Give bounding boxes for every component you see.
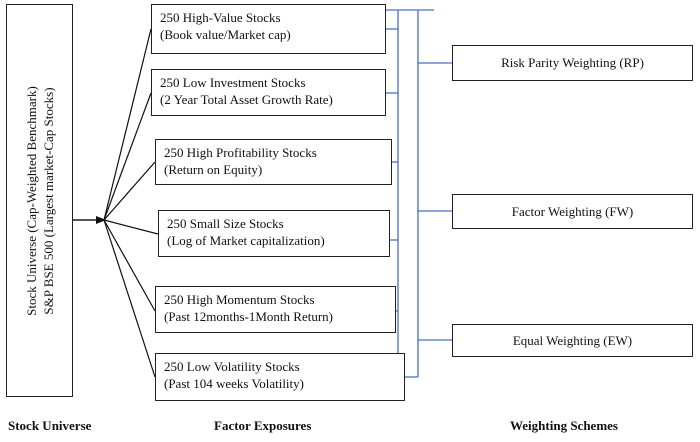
footer-factor-exposures: Factor Exposures (214, 418, 312, 433)
factor-subtitle: (Past 12months-1Month Return) (164, 309, 333, 324)
factor-subtitle: (Return on Equity) (164, 162, 263, 177)
stock-universe-line-2: S&P BSE 500 (Largest market-Cap Stocks) (40, 86, 56, 315)
footer-weighting-schemes: Weighting Schemes (510, 418, 618, 433)
fan-line-size (103, 219, 159, 235)
factor-box-value: 250 High-Value Stocks (Book value/Market… (151, 4, 386, 54)
fan-line-value (103, 28, 152, 221)
scheme-label: Risk Parity Weighting (RP) (501, 55, 644, 70)
scheme-box-factor: Factor Weighting (FW) (452, 194, 693, 229)
factor-subtitle: (Log of Market capitalization) (167, 233, 325, 248)
blue-connectors (386, 9, 452, 378)
stock-universe-box: Stock Universe (Cap-Weighted Benchmark) … (6, 4, 73, 397)
factor-title: 250 High Momentum Stocks (164, 292, 315, 307)
stock-universe-line-1: Stock Universe (Cap-Weighted Benchmark) (23, 85, 39, 316)
factor-title: 250 High Profitability Stocks (164, 145, 317, 160)
factor-title: 250 Low Volatility Stocks (164, 359, 300, 374)
factor-box-volatility: 250 Low Volatility Stocks (Past 104 week… (155, 353, 405, 401)
fan-line-profitability (103, 161, 156, 221)
scheme-label: Factor Weighting (FW) (511, 203, 634, 219)
fan-lines (103, 28, 159, 378)
factor-title: 250 Small Size Stocks (167, 216, 284, 231)
stock-universe-text: Stock Universe (Cap-Weighted Benchmark) … (23, 86, 57, 316)
factor-box-investment: 250 Low Investment Stocks (2 Year Total … (151, 69, 386, 116)
factor-subtitle: (2 Year Total Asset Growth Rate) (160, 92, 333, 107)
fan-line-volatility (103, 219, 156, 378)
factor-title: 250 Low Investment Stocks (160, 75, 306, 90)
factor-subtitle: (Past 104 weeks Volatility) (164, 376, 304, 391)
factor-title: 250 High-Value Stocks (160, 10, 281, 25)
scheme-box-risk-parity: Risk Parity Weighting (RP) (452, 45, 693, 81)
factor-box-profitability: 250 High Profitability Stocks (Return on… (155, 139, 392, 185)
scheme-label: Equal Weighting (EW) (512, 332, 633, 348)
factor-subtitle: (Book value/Market cap) (160, 27, 291, 42)
factor-box-momentum: 250 High Momentum Stocks (Past 12months-… (155, 286, 396, 333)
scheme-box-equal: Equal Weighting (EW) (452, 324, 693, 357)
factor-box-size: 250 Small Size Stocks (Log of Market cap… (158, 210, 390, 257)
fan-line-momentum (103, 219, 156, 312)
footer-stock-universe: Stock Universe (8, 418, 92, 433)
fan-line-investment (103, 92, 152, 221)
